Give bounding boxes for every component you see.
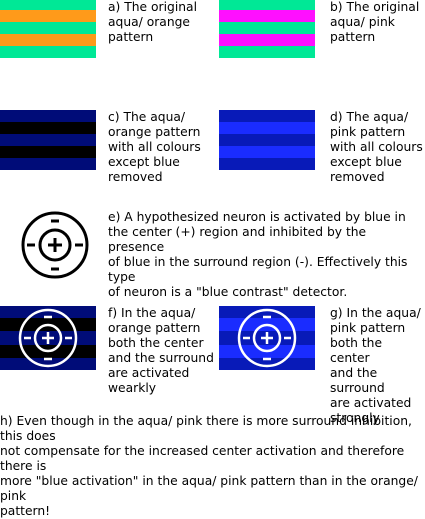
caption-f: f) In the aqua/ orange pattern both the …	[108, 306, 214, 395]
stripe-black	[0, 122, 96, 134]
stripe-pink	[219, 34, 315, 46]
stripe-orange	[0, 10, 96, 22]
aqua-orange-neuron-overlay	[0, 306, 96, 370]
stripe-blue	[219, 146, 315, 158]
stripe-blue	[219, 122, 315, 134]
stripe-aqua	[219, 46, 315, 58]
aqua-pink-neuron-overlay	[219, 306, 315, 370]
center-ring	[33, 323, 63, 353]
stripe-navy	[219, 306, 315, 318]
stripe-navy	[0, 158, 96, 170]
caption-b: b) The original aqua/ pink pattern	[330, 0, 420, 44]
stripe-orange	[0, 34, 96, 46]
caption-d: d) The aqua/ pink pattern with all colou…	[330, 110, 423, 184]
caption-a: a) The original aqua/ orange pattern	[108, 0, 197, 44]
center-ring	[252, 323, 282, 353]
surround-ring	[18, 308, 78, 368]
aqua-pink-blue-channel	[219, 110, 315, 170]
surround-ring	[21, 211, 89, 279]
stripe-aqua	[0, 22, 96, 34]
stripe-aqua	[0, 0, 96, 10]
caption-g: g) In the aqua/ pink pattern both the ce…	[330, 306, 421, 425]
stripe-navy	[219, 110, 315, 122]
stripe-navy	[0, 306, 96, 318]
surround-ring	[237, 308, 297, 368]
aqua-pink-pattern	[219, 0, 315, 58]
caption-c: c) The aqua/ orange pattern with all col…	[108, 110, 201, 184]
caption-e: e) A hypothesized neuron is activated by…	[108, 210, 408, 299]
receptive-field-diagram	[21, 211, 89, 279]
stripe-navy	[0, 134, 96, 146]
stripe-navy	[0, 358, 96, 370]
aqua-orange-pattern	[0, 0, 96, 58]
stripe-aqua	[219, 22, 315, 34]
stripe-aqua	[0, 46, 96, 58]
stripe-navy	[219, 358, 315, 370]
stripe-aqua	[219, 0, 315, 10]
stripe-navy	[0, 110, 96, 122]
caption-h: h) Even though in the aqua/ pink there i…	[0, 414, 418, 518]
stripe-pink	[219, 10, 315, 22]
stripe-navy	[219, 158, 315, 170]
aqua-orange-blue-channel	[0, 110, 96, 170]
center-ring	[38, 228, 72, 262]
stripe-black	[0, 146, 96, 158]
stripe-navy	[219, 134, 315, 146]
